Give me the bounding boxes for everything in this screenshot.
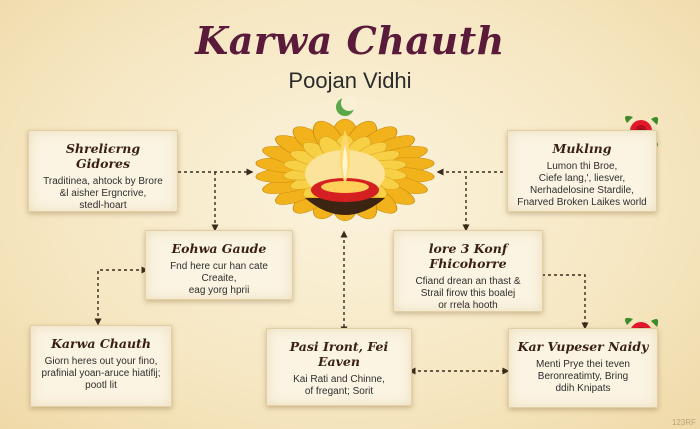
connector-c4-to-c7 — [526, 271, 589, 330]
page-title: Karwa Chauth — [195, 18, 505, 63]
card-text: Kai Rati and Chinne, of fregant; Sorit — [293, 374, 385, 397]
watermark: 123RF — [671, 418, 696, 427]
card-c1: Shreliєrng Gidores Traditinea, ahtock by… — [28, 130, 178, 212]
card-c7: Kar Vupeser Naidy Menti Prye thei teven … — [508, 328, 658, 408]
card-text: Menti Prye thei teven Beronreatimty, Bri… — [536, 359, 630, 394]
diya-lamp-icon — [255, 118, 435, 222]
card-c4: lore 3 Konf Fhicohorre Cfiand drean an t… — [393, 230, 543, 312]
card-text: Fnd here cur han cate Creaite, eag yorg … — [170, 261, 268, 296]
card-title: lore 3 Konf Fhicohorre — [428, 241, 508, 271]
card-title: Muklıng — [552, 141, 612, 156]
page-subtitle: Poojan Vidhi — [288, 68, 412, 93]
crescent-moon-icon — [336, 95, 357, 116]
card-c2: Muklıng Lumon thi Broe, Ciefe lang,', li… — [507, 130, 657, 212]
card-c6: Pasi Iront, Fei Eaven Kai Rati and Chinn… — [266, 328, 412, 406]
card-text: Lumon thi Broe, Ciefe lang,', liesver, N… — [517, 161, 647, 208]
card-title: Eohwa Gaude — [171, 241, 267, 256]
card-title: Shreliєrng Gidores — [65, 141, 141, 171]
card-c3: Eohwa Gaude Fnd here cur han cate Creait… — [145, 230, 293, 300]
card-title: Karwa Chauth — [51, 336, 151, 351]
connector-c3-to-c5 — [94, 266, 149, 326]
card-text: Giorn heres out your fino, prafinial yoa… — [41, 356, 161, 391]
card-text: Cfiand drean an thast & Strail firow thi… — [415, 276, 521, 311]
card-c5: Karwa Chauth Giorn heres out your fino, … — [30, 325, 172, 407]
card-title: Pasi Iront, Fei Eaven — [289, 339, 389, 369]
card-text: Traditinea, ahtock by Brore &l aisher Er… — [43, 176, 163, 211]
card-title: Kar Vupeser Naidy — [517, 339, 649, 354]
